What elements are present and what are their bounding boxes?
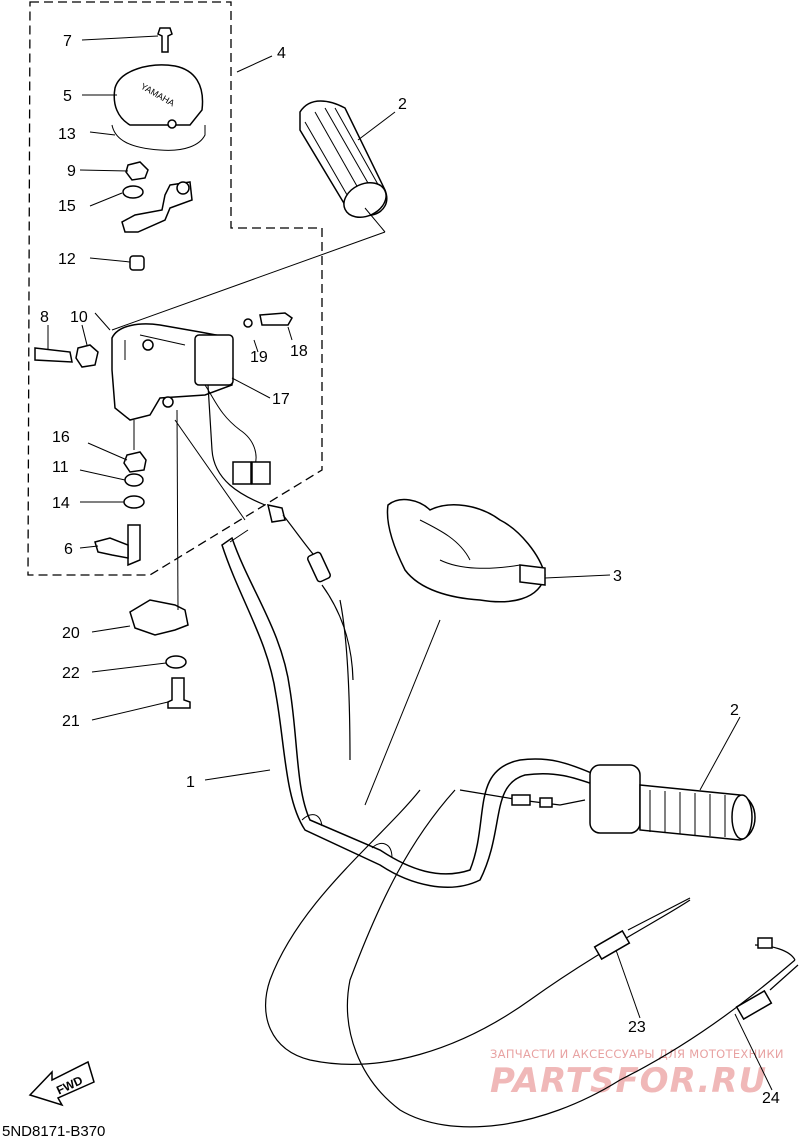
callout-10: 10 [70,309,88,326]
callout-1: 1 [186,774,195,791]
callout-11: 11 [52,459,69,476]
callout-20: 20 [62,625,80,642]
callout-3: 3 [613,568,622,585]
grip-upper [299,100,388,218]
handlebar [221,529,611,888]
drawing-code: 5ND8171-B370 [2,1123,105,1140]
callout-5: 5 [63,88,72,105]
callout-4: 4 [277,45,286,62]
callout-15: 15 [58,198,76,215]
throttle-housing [111,323,271,485]
callout-6: 6 [64,541,73,558]
housing-cover: YAMAHA [111,27,206,151]
callout-8: 8 [40,309,49,326]
callout-2-lower: 2 [730,702,739,719]
callout-13: 13 [58,126,76,143]
callout-21: 21 [62,713,80,730]
callout-19: 19 [250,349,268,366]
throttle-assembly-boundary [27,1,323,576]
watermark-site: PARTSFOR.RU [490,1061,767,1101]
callout-23: 23 [628,1019,646,1036]
forward-direction-arrow: FWD [28,1060,95,1107]
callout-17: 17 [272,391,290,408]
watermark-tagline: ЗАПЧАСТИ И АКСЕССУАРЫ ДЛЯ МОТОТЕХНИКИ [490,1047,784,1061]
cable-assemblies [265,789,799,1128]
callout-24: 24 [762,1090,780,1107]
callout-18: 18 [290,343,308,360]
callout-16: 16 [52,429,70,446]
callout-12: 12 [58,251,76,268]
callout-9: 9 [67,163,76,180]
callout-2-upper: 2 [398,96,407,113]
callout-22: 22 [62,665,80,682]
watermark: ЗАПЧАСТИ И АКСЕССУАРЫ ДЛЯ МОТОТЕХНИКИ PA… [490,1047,784,1101]
handlebar-cover [386,498,546,603]
leader-lines [47,35,773,1091]
grip-lower [589,764,756,841]
throttle-cable [207,384,354,761]
small-hardware [34,161,293,709]
callouts: 7 4 5 2 13 9 15 12 8 10 19 18 17 16 11 1… [40,33,780,1107]
callout-7: 7 [63,33,72,50]
callout-14: 14 [52,495,70,512]
